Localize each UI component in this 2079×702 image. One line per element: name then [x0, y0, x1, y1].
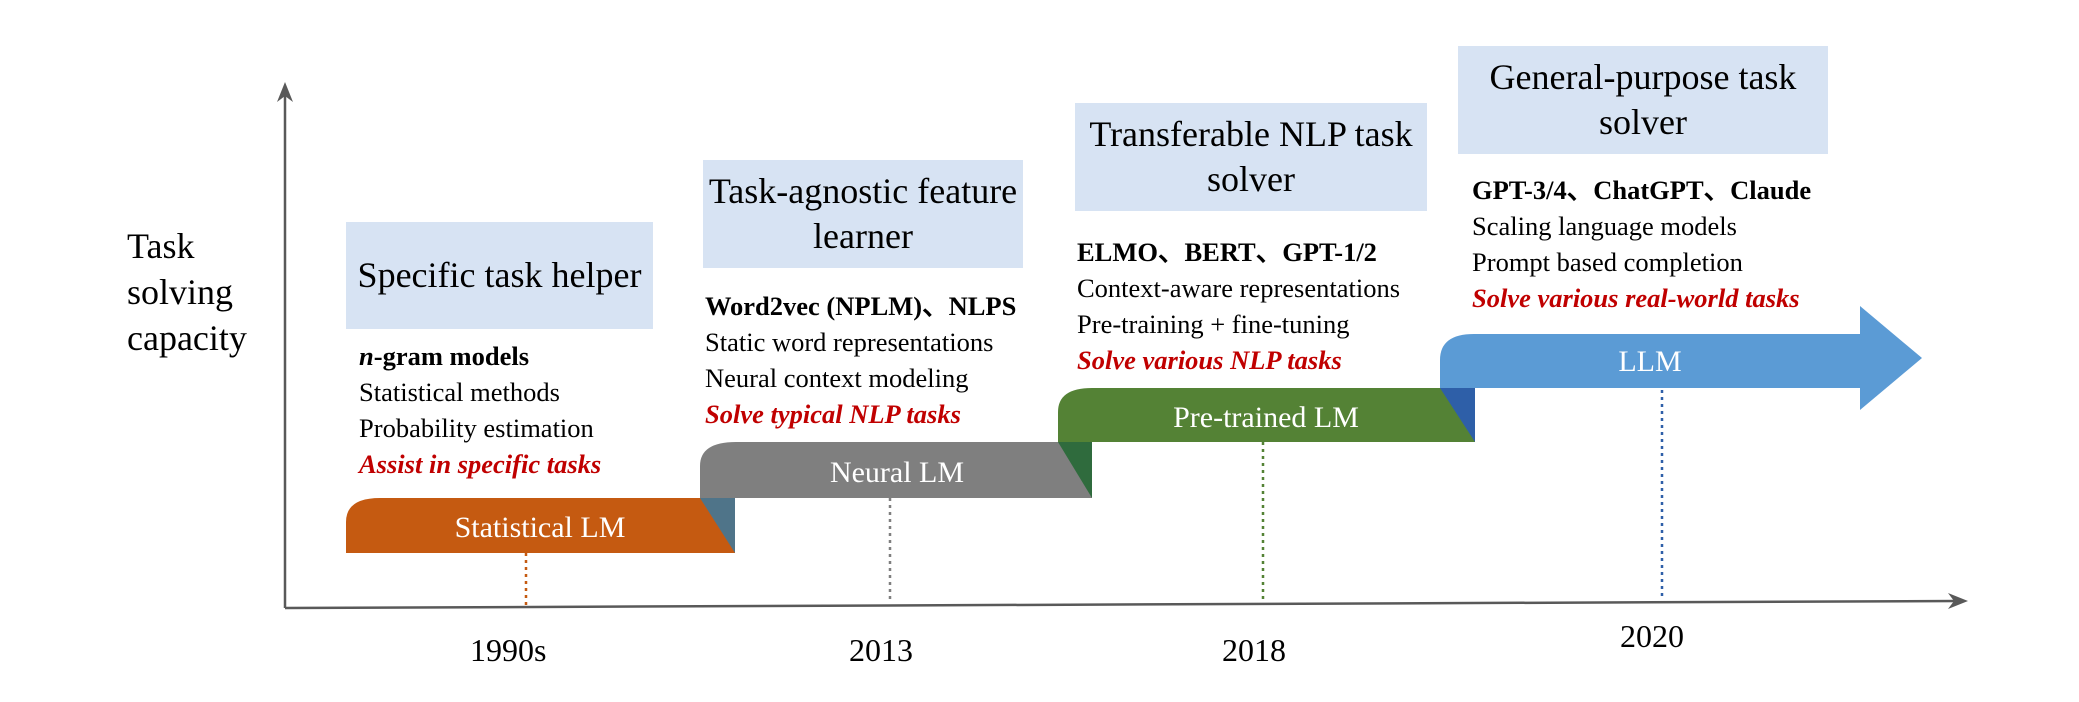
year-label-2018: 2018: [1222, 632, 1286, 668]
result-line: Assist in specific tasks: [359, 449, 602, 479]
y-axis-arrowhead: [277, 82, 293, 102]
year-label-2020: 2020: [1620, 618, 1684, 654]
pretrained-lm-band: [1058, 388, 1475, 442]
result-line: Solve various NLP tasks: [1077, 345, 1342, 375]
pretrained-lm-band-edge: [1440, 388, 1475, 442]
capability-line: Statistical methods: [359, 377, 560, 407]
y-axis-label: Task solving capacity: [127, 223, 247, 361]
stage-box-title-line: Transferable: [1089, 114, 1270, 154]
model-list: ELMO、BERT、GPT-1/2: [1077, 234, 1400, 270]
year-label-1990s: 1990s: [470, 632, 547, 668]
stage-box-title-line: Task-agnostic: [708, 171, 909, 211]
capability-line: Probability estimation: [359, 413, 594, 443]
result-line: Solve typical NLP tasks: [705, 399, 961, 429]
capability-line: Scaling language models: [1472, 211, 1737, 241]
capability-line: Context-aware representations: [1077, 273, 1401, 303]
capability-line: Static word representations: [705, 327, 994, 357]
model-names: -gram models: [373, 341, 530, 371]
model-names: GPT-3/4、ChatGPT、Claude: [1472, 175, 1812, 205]
llm-band-arrow: [1440, 306, 1922, 410]
band-label-neural-lm: Neural LM: [830, 456, 964, 489]
x-axis-arrowhead: [1948, 593, 1968, 609]
capability-line: Prompt based completion: [1472, 247, 1743, 277]
model-list: GPT-3/4、ChatGPT、Claude: [1472, 172, 1811, 208]
model-names: ELMO、BERT、GPT-1/2: [1077, 237, 1377, 267]
capability-line: Pre-training + fine-tuning: [1077, 309, 1350, 339]
stage-box-title-line: Specific task: [357, 255, 543, 295]
neural-lm-band: [700, 442, 1092, 498]
model-list: Word2vec (NPLM)、NLPS: [705, 288, 1016, 324]
stage-box-general-purpose-task-solver: General-purpose task solver: [1458, 46, 1828, 154]
band-label-statistical-lm: Statistical LM: [455, 511, 626, 544]
stage-box-transferable-nlp-task-solver: Transferable NLP task solver: [1075, 103, 1427, 211]
y-axis-label-line: Task: [127, 226, 195, 266]
stage-description-statistical: n-gram models Statistical methods Probab…: [359, 338, 601, 482]
stage-box-task-agnostic-feature-learner: Task-agnostic feature learner: [703, 160, 1023, 268]
stage-box-title-line: feature learner: [813, 171, 1018, 256]
stage-description-llm: GPT-3/4、ChatGPT、Claude Scaling language …: [1472, 172, 1811, 316]
neural-lm-band-edge: [1058, 442, 1092, 498]
y-axis-label-line: capacity: [127, 318, 247, 358]
capability-line: Neural context modeling: [705, 363, 969, 393]
result-line: Solve various real-world tasks: [1472, 283, 1800, 313]
statistical-lm-band-edge: [700, 498, 735, 553]
stage-box-title-line: General-purpose: [1489, 57, 1730, 97]
statistical-lm-band: [346, 498, 735, 553]
band-label-pretrained-lm: Pre-trained LM: [1173, 401, 1359, 434]
model-list: n-gram models: [359, 338, 601, 374]
model-prefix: n: [359, 341, 374, 371]
stage-description-pretrained: ELMO、BERT、GPT-1/2 Context-aware represen…: [1077, 234, 1400, 378]
x-axis-line: [284, 599, 1959, 610]
year-label-2013: 2013: [849, 632, 913, 668]
y-axis-label-line: solving: [127, 272, 234, 312]
stage-box-title-line: NLP task solver: [1207, 114, 1413, 199]
stage-description-neural: Word2vec (NPLM)、NLPS Static word represe…: [705, 288, 1016, 432]
stage-box-title-line: task solver: [1599, 57, 1797, 142]
model-names: Word2vec (NPLM)、NLPS: [705, 291, 1017, 321]
stage-box-title-line: helper: [551, 255, 642, 295]
stage-box-specific-task-helper: Specific task helper: [346, 222, 653, 329]
band-label-llm: LLM: [1618, 345, 1681, 378]
